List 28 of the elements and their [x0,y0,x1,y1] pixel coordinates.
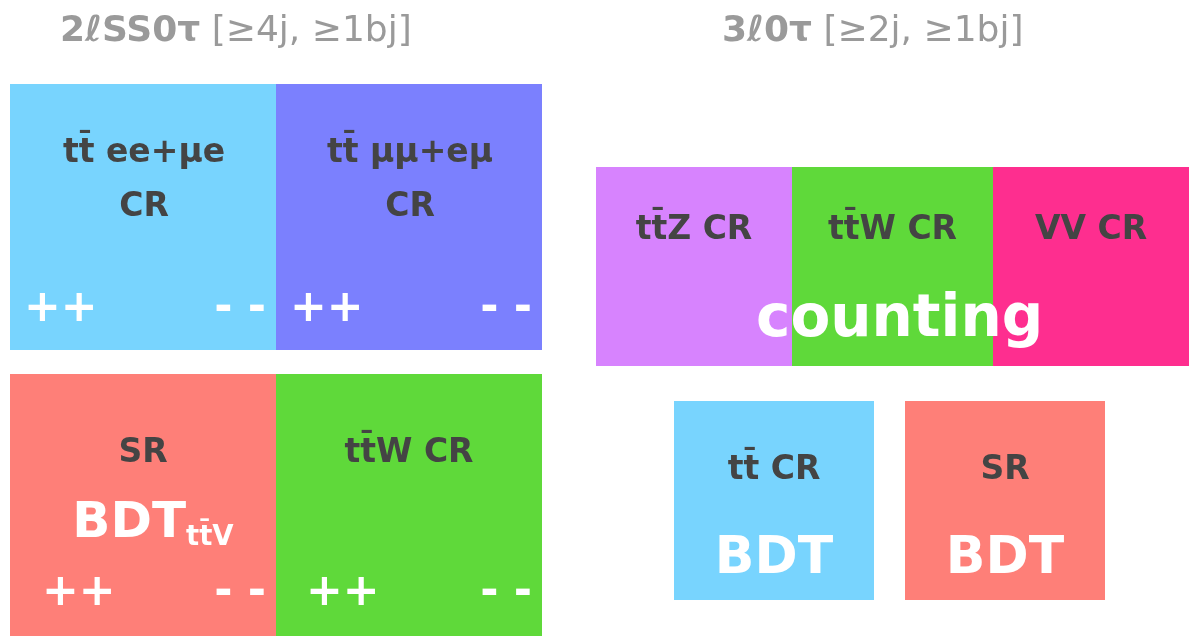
control-region-panel [10,84,276,350]
charge-label: ++ [306,563,381,617]
charge-label: ++ [24,279,99,333]
region-label: VV CR [1033,207,1149,249]
region-label: tt̄W CR [343,429,475,472]
control-region-panel [674,401,874,600]
signal-region-panel [905,401,1105,600]
region-label: BDT$_{tt̄V}$ [71,490,235,554]
region-label: tt̄Z CR [634,206,754,249]
charge-label: - - [479,279,532,333]
charge-label: - - [479,563,532,617]
region-label: tt̄W CR [826,206,959,249]
region-label: BDT [944,524,1066,587]
region-label: tt̄ μμ+eμ CR [326,129,494,227]
charge-label: - - [213,279,266,333]
charge-label: ++ [42,563,117,617]
control-region-panel [276,374,542,636]
region-label: SR [117,430,169,472]
region-label: BDT [713,524,835,587]
region-label: tt̄ CR [726,446,822,489]
charge-label: ++ [290,279,365,333]
charge-label: - - [213,563,266,617]
signal-region-panel [10,374,276,636]
category-heading: 2ℓSS0τ [≥4j, ≥1bj] [60,8,412,49]
region-label: tt̄ ee+μe CR [61,129,227,227]
category-heading: 3ℓ0τ [≥2j, ≥1bj] [722,8,1024,49]
region-label: SR [979,447,1031,489]
control-region-panel [276,84,542,350]
